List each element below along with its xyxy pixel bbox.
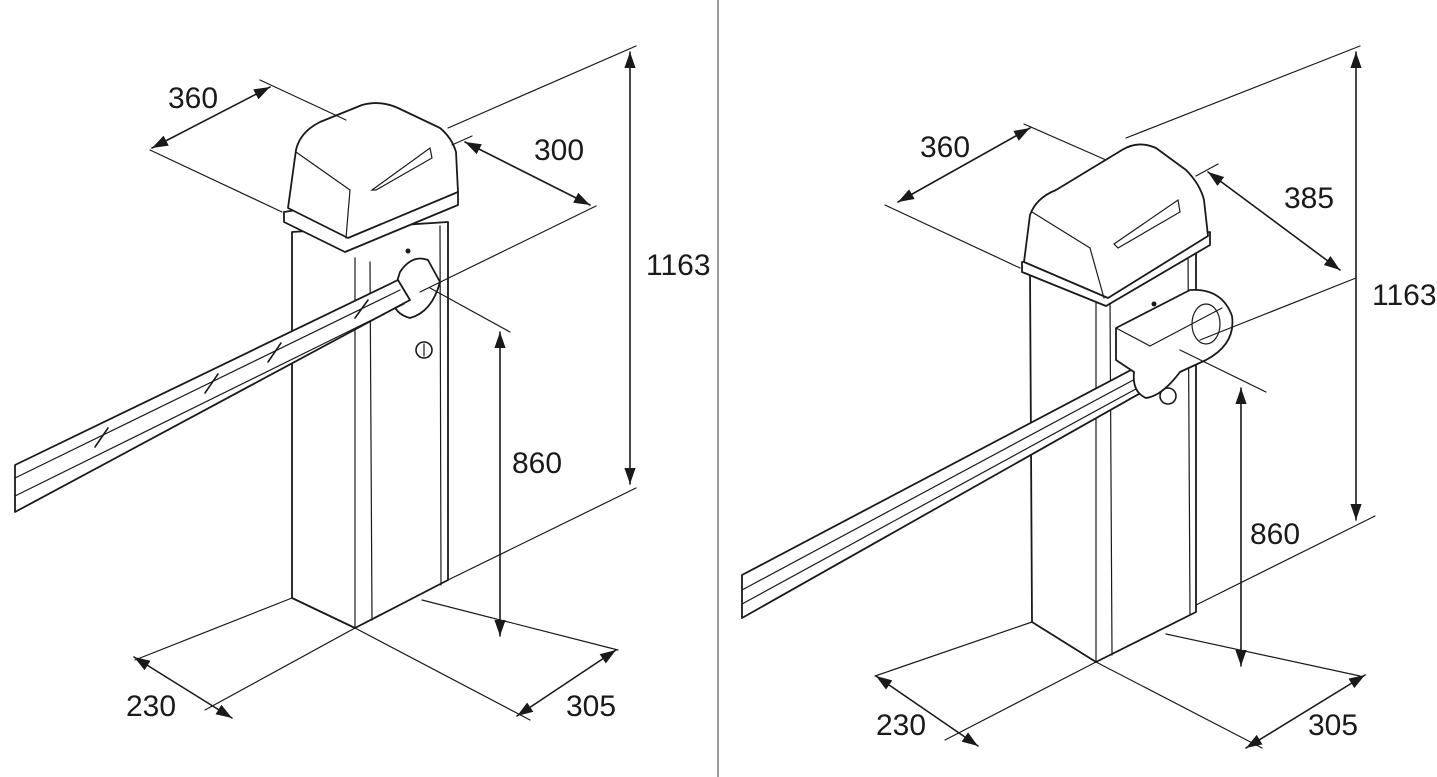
left-base-width-label: 230 bbox=[126, 690, 176, 723]
left-width-top-label: 360 bbox=[168, 82, 218, 115]
left-key-lock bbox=[415, 341, 433, 359]
right-depth-top-label: 385 bbox=[1284, 182, 1334, 215]
left-height-total-label: 1163 bbox=[646, 249, 711, 282]
left-height-arm-label: 860 bbox=[512, 447, 562, 480]
right-width-top-label: 360 bbox=[920, 131, 970, 164]
left-depth-top-label: 300 bbox=[534, 134, 584, 167]
right-top-cover bbox=[1023, 143, 1209, 299]
left-indicator-slot bbox=[370, 146, 433, 191]
left-base-depth-label: 305 bbox=[566, 690, 616, 723]
right-height-arm-label: 860 bbox=[1250, 518, 1300, 551]
right-barrier-view: 360 385 1163 860 230 305 bbox=[741, 45, 1437, 749]
right-base-depth-label: 305 bbox=[1308, 709, 1358, 742]
right-key-lock bbox=[1159, 387, 1177, 405]
right-base-width-label: 230 bbox=[876, 709, 926, 742]
left-barrier-view: 360 300 1163 860 230 305 bbox=[14, 45, 711, 723]
left-top-cover bbox=[287, 102, 459, 239]
right-arm-hub bbox=[1115, 289, 1234, 399]
right-indicator-slot bbox=[1113, 198, 1181, 249]
right-height-total-label: 1163 bbox=[1372, 279, 1437, 312]
